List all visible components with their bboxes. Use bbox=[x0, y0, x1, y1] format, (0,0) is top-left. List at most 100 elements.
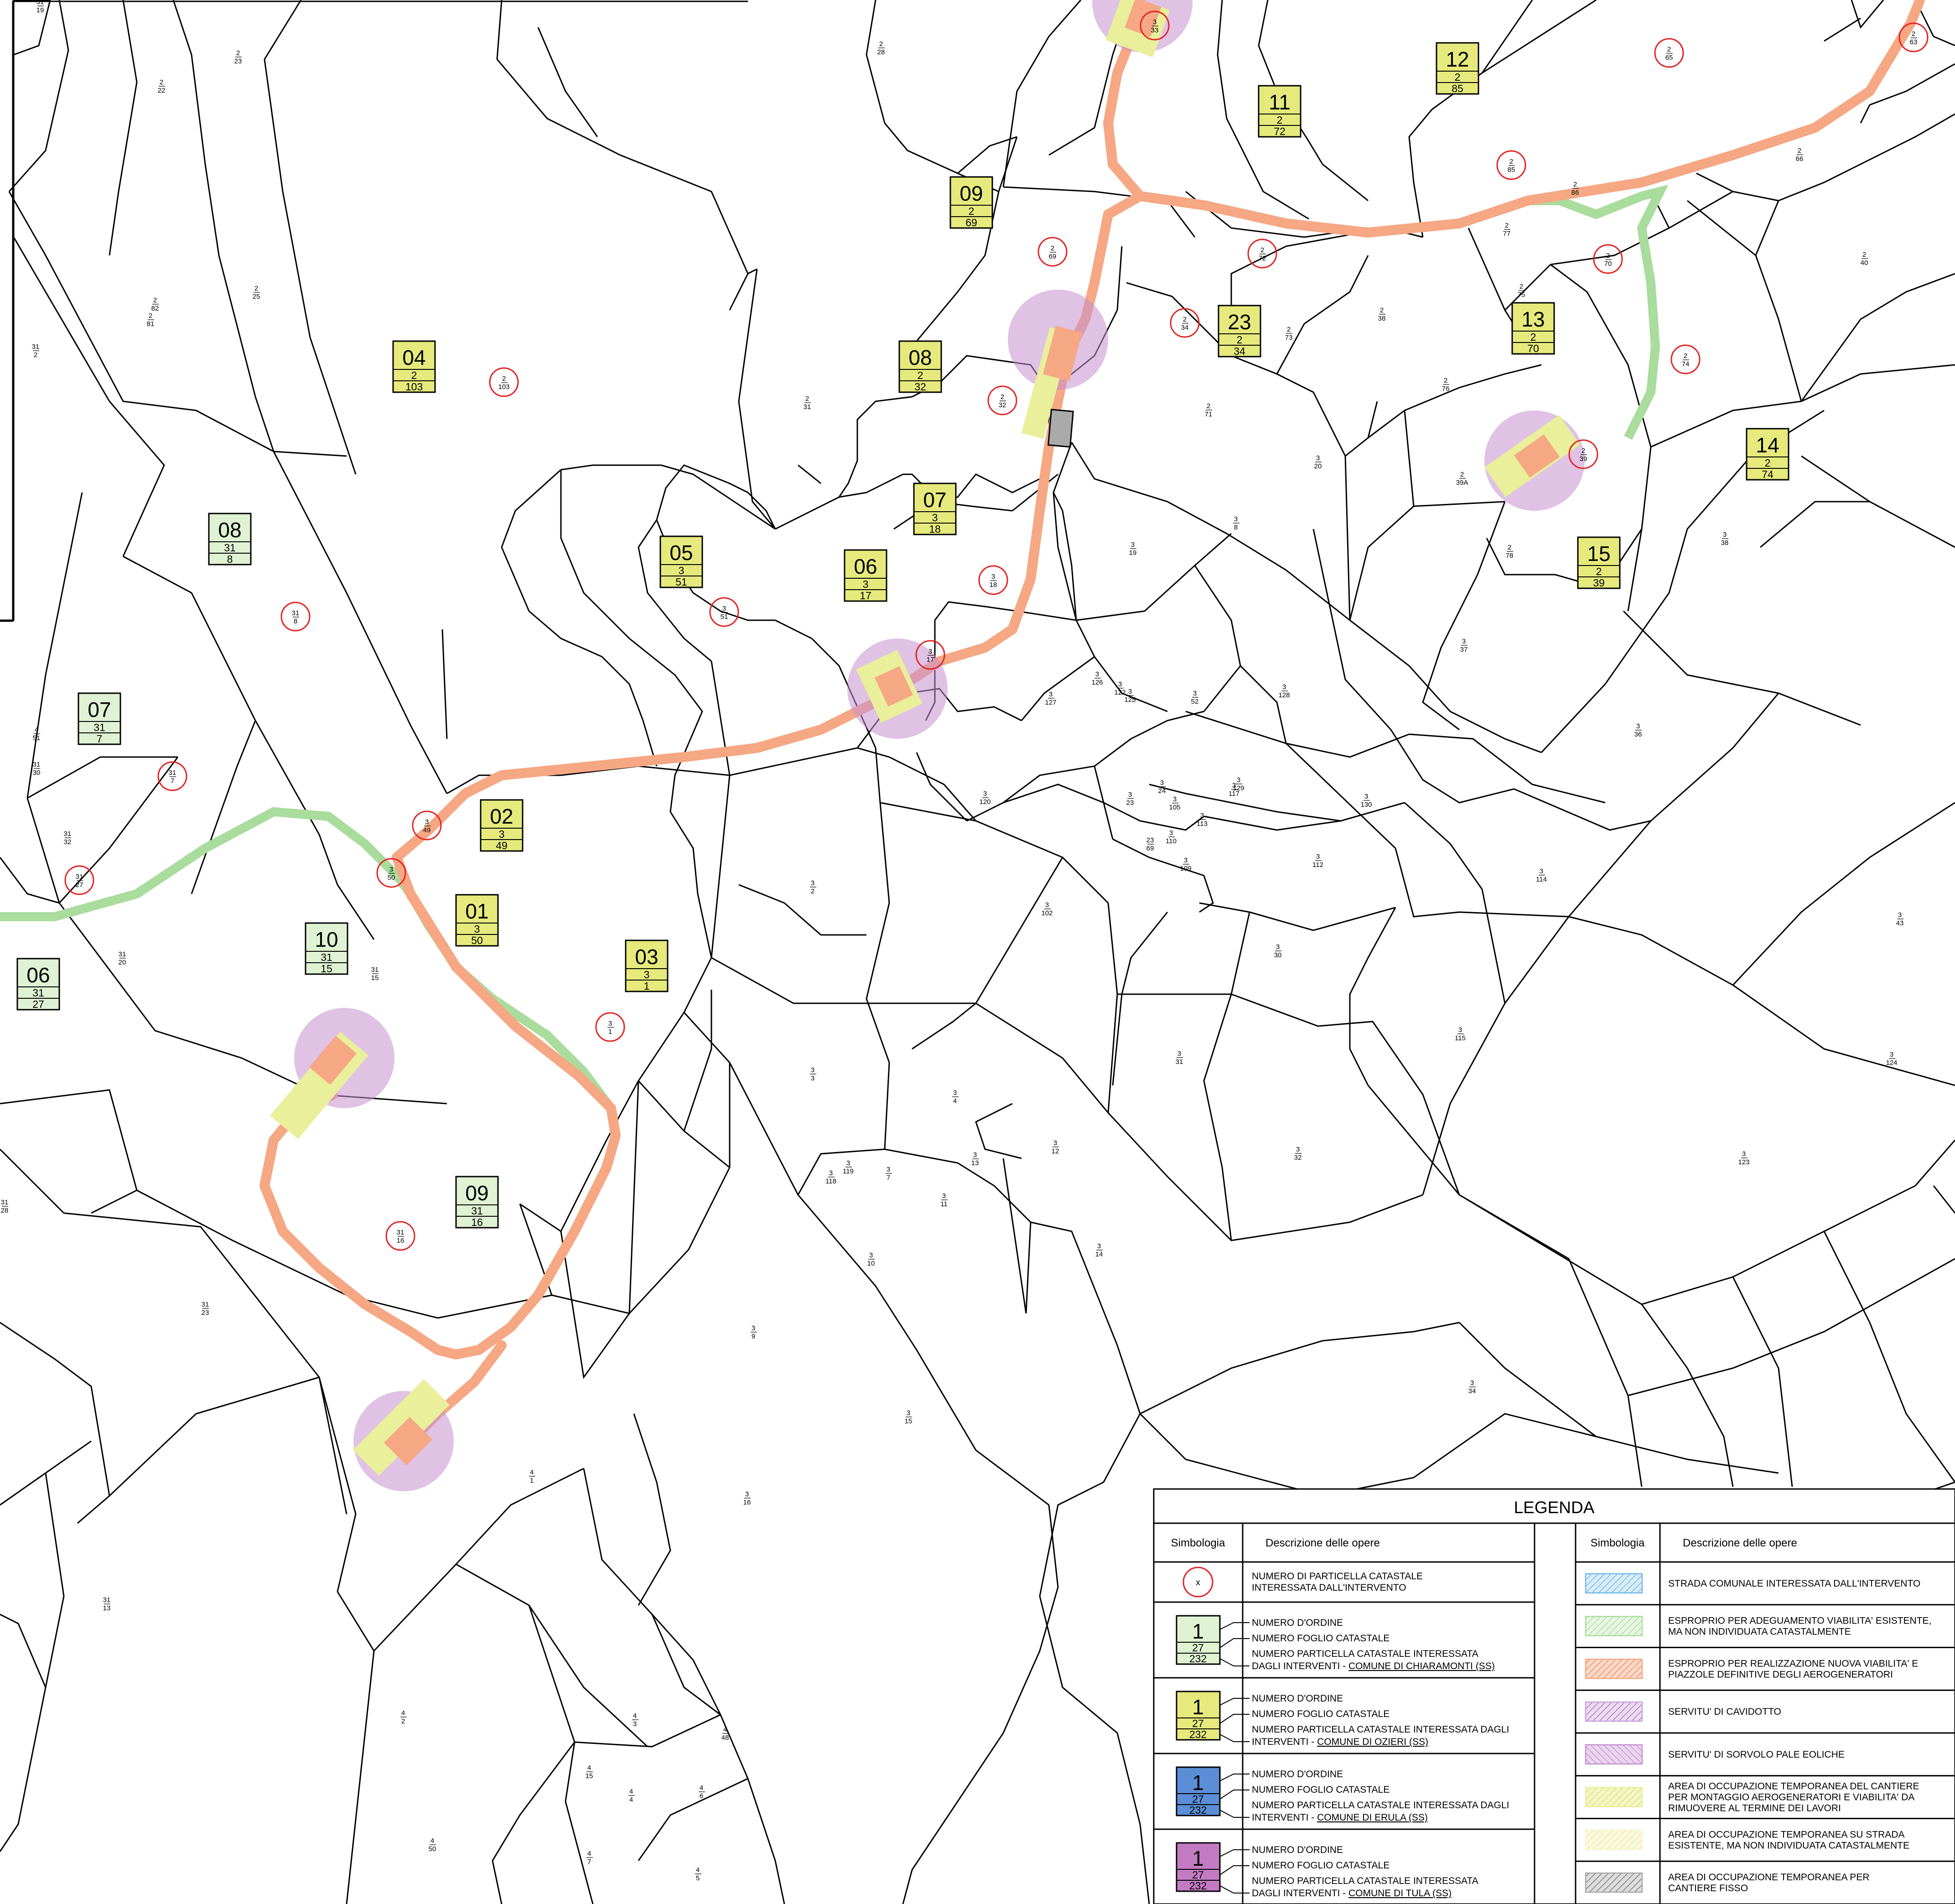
svg-text:NUMERO PARTICELLA CATASTALE IN: NUMERO PARTICELLA CATASTALE INTERESSATA bbox=[1252, 1876, 1478, 1886]
cavidotto-existing-road-east bbox=[1528, 185, 1669, 440]
svg-text:3: 3 bbox=[1173, 795, 1177, 803]
parcel-number: 225 bbox=[253, 285, 260, 301]
parcel-number: 44 bbox=[628, 1788, 635, 1804]
svg-text:3: 3 bbox=[811, 1066, 814, 1074]
particle-circle: 232 bbox=[987, 385, 1017, 415]
svg-text:NUMERO PARTICELLA CATASTALE IN: NUMERO PARTICELLA CATASTALE INTERESSATA bbox=[1252, 1649, 1478, 1659]
svg-text:3: 3 bbox=[811, 1074, 814, 1082]
svg-text:3: 3 bbox=[1153, 18, 1156, 26]
svg-text:6: 6 bbox=[700, 1792, 703, 1800]
tag-number: 08 bbox=[908, 346, 932, 369]
svg-text:3: 3 bbox=[1458, 1026, 1462, 1034]
particle-circle: 270 bbox=[1593, 244, 1623, 274]
tag-foglio: 31 bbox=[471, 1205, 483, 1217]
svg-text:ESPROPRIO PER ADEGUAMENTO VIA: ESPROPRIO PER ADEGUAMENTO VIABILITA' ESI… bbox=[1668, 1616, 1931, 1626]
svg-text:1: 1 bbox=[1192, 1847, 1204, 1870]
svg-text:AREA DI OCCUPAZIONE TEMPORANEA: AREA DI OCCUPAZIONE TEMPORANEA PER bbox=[1668, 1872, 1869, 1883]
svg-text:2: 2 bbox=[1207, 402, 1210, 410]
parcel-number: 231 bbox=[804, 395, 811, 411]
svg-text:27: 27 bbox=[1192, 1869, 1204, 1881]
svg-text:INTERVENTI - COMUNE DI ERULA (: INTERVENTI - COMUNE DI ERULA (SS) bbox=[1252, 1812, 1428, 1823]
svg-text:7: 7 bbox=[887, 1174, 890, 1182]
svg-text:2: 2 bbox=[1444, 377, 1447, 384]
svg-text:27: 27 bbox=[1192, 1642, 1204, 1654]
svg-text:3: 3 bbox=[1177, 1050, 1181, 1058]
particle-circle: 285 bbox=[1496, 150, 1526, 180]
svg-text:1: 1 bbox=[608, 1028, 612, 1036]
tag-foglio: 2 bbox=[1277, 114, 1283, 126]
parcel-number: 312 bbox=[1052, 1139, 1059, 1155]
svg-text:120: 120 bbox=[979, 798, 990, 806]
svg-text:3: 3 bbox=[1193, 690, 1197, 697]
legend-title: LEGENDA bbox=[1514, 1498, 1595, 1517]
parcel-number: 43 bbox=[632, 1712, 638, 1728]
svg-text:232: 232 bbox=[1189, 1728, 1207, 1740]
svg-text:2: 2 bbox=[1183, 316, 1187, 323]
svg-text:NUMERO PARTICELLA CATASTALE IN: NUMERO PARTICELLA CATASTALE INTERESSATA … bbox=[1252, 1724, 1509, 1735]
svg-text:3: 3 bbox=[752, 1324, 755, 1332]
legend-circle-x: x bbox=[1196, 1578, 1200, 1588]
svg-text:NUMERO D'ORDINE: NUMERO D'ORDINE bbox=[1252, 1769, 1343, 1779]
svg-text:125: 125 bbox=[1124, 696, 1136, 704]
svg-text:122: 122 bbox=[1114, 689, 1125, 696]
svg-text:NUMERO FOGLIO CATASTALE: NUMERO FOGLIO CATASTALE bbox=[1252, 1709, 1390, 1719]
svg-text:232: 232 bbox=[1189, 1804, 1207, 1816]
legend: LEGENDA Simbologia Descrizione delle ope… bbox=[1153, 1488, 1955, 1904]
svg-text:STRADA COMUNALE INTERESSATA DA: STRADA COMUNALE INTERESSATA DALL'INTERVE… bbox=[1668, 1578, 1920, 1589]
svg-text:3: 3 bbox=[983, 790, 987, 798]
svg-text:3: 3 bbox=[928, 648, 932, 655]
svg-text:76: 76 bbox=[1442, 385, 1450, 393]
svg-text:50: 50 bbox=[388, 874, 395, 882]
tag-foglio: 3 bbox=[932, 512, 938, 524]
parcel-number: 316 bbox=[743, 1490, 751, 1506]
svg-text:117: 117 bbox=[1229, 790, 1239, 798]
svg-text:2: 2 bbox=[236, 49, 240, 57]
svg-text:2: 2 bbox=[1051, 244, 1054, 252]
svg-text:3: 3 bbox=[991, 573, 995, 581]
svg-text:28: 28 bbox=[1, 1207, 9, 1214]
tag-particella: 72 bbox=[1274, 125, 1286, 137]
svg-text:20: 20 bbox=[119, 959, 126, 966]
svg-text:4: 4 bbox=[953, 1097, 957, 1105]
svg-text:3: 3 bbox=[1131, 541, 1135, 549]
parcel-number: 337 bbox=[1460, 638, 1468, 654]
svg-text:3: 3 bbox=[1890, 1051, 1893, 1058]
parcel-number: 315 bbox=[905, 1409, 913, 1425]
tag-foglio: 31 bbox=[32, 987, 44, 999]
svg-text:3: 3 bbox=[1462, 638, 1466, 645]
svg-text:2: 2 bbox=[1460, 471, 1464, 478]
svg-text:3: 3 bbox=[1097, 1242, 1101, 1250]
tag-particella: 74 bbox=[1762, 468, 1774, 480]
svg-text:3: 3 bbox=[425, 818, 429, 826]
svg-text:3: 3 bbox=[1118, 680, 1122, 688]
svg-text:3: 3 bbox=[1234, 515, 1238, 523]
parcel-number: 271 bbox=[1205, 402, 1213, 418]
svg-text:20: 20 bbox=[1314, 462, 1322, 470]
parcel-number: 343 bbox=[1896, 911, 1904, 927]
parcel-number: 320 bbox=[1314, 454, 1322, 470]
parcel-number: 311 bbox=[940, 1192, 948, 1208]
tag-number: 14 bbox=[1756, 433, 1779, 457]
svg-text:3: 3 bbox=[973, 1151, 977, 1159]
svg-text:128: 128 bbox=[1278, 691, 1290, 699]
tag-number: 09 bbox=[959, 182, 983, 205]
legend-chiaramonti: 1 27 232 NUMERO D'ORDINE NUMERO FOGLIO C… bbox=[1176, 1615, 1495, 1671]
svg-text:82: 82 bbox=[151, 305, 159, 312]
svg-text:109: 109 bbox=[1180, 865, 1191, 872]
svg-text:24: 24 bbox=[1158, 787, 1166, 795]
svg-text:3: 3 bbox=[1282, 683, 1286, 691]
svg-text:2: 2 bbox=[34, 351, 37, 359]
svg-text:3: 3 bbox=[829, 1169, 833, 1177]
particle-circle: 234 bbox=[1170, 308, 1200, 338]
svg-text:3: 3 bbox=[1160, 779, 1164, 787]
svg-text:13: 13 bbox=[103, 1604, 111, 1612]
